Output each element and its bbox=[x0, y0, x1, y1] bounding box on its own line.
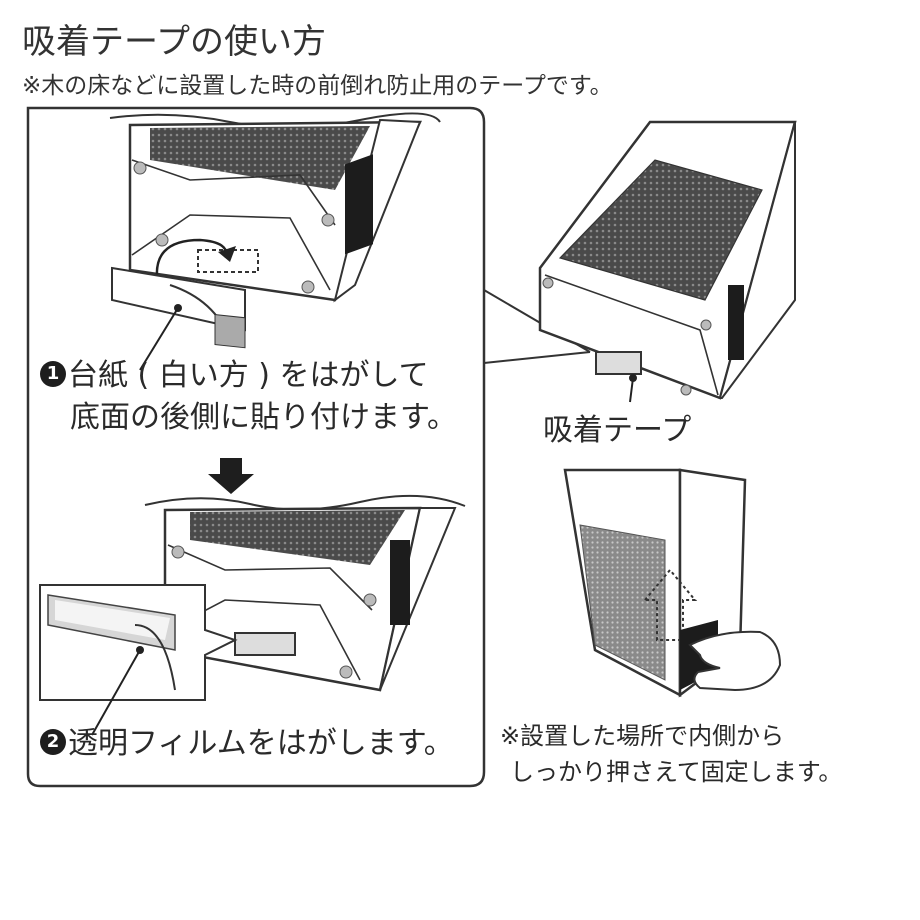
arrow-down-icon bbox=[208, 458, 254, 494]
note-line-1: ※設置した場所で内側から bbox=[500, 722, 785, 750]
step-2-number: 2 bbox=[40, 728, 66, 755]
curved-arrow-icon bbox=[155, 238, 228, 286]
page-title: 吸着テープの使い方 bbox=[22, 22, 326, 62]
page-subtitle: ※木の床などに設置した時の前倒れ防止用のテープです。 bbox=[22, 73, 613, 99]
step-1-number: 1 bbox=[40, 360, 66, 387]
note-line-2: しっかり押さえて固定します。 bbox=[510, 758, 843, 786]
tape-label: 吸着テープ bbox=[543, 413, 692, 448]
box-inside-view bbox=[563, 468, 782, 698]
box-bottom-view-1 bbox=[109, 112, 441, 303]
box-rear-view bbox=[538, 120, 797, 403]
box-bottom-view-2 bbox=[144, 494, 466, 692]
step-1-text-1: 台紙 ( 白い方 ) をはがして bbox=[68, 358, 429, 393]
step-1-line-2: 底面の後側に貼り付けます。 bbox=[70, 400, 457, 435]
dotted-push-arrow-icon bbox=[642, 568, 698, 641]
step-2-text: 透明フィルムをはがします。 bbox=[68, 726, 454, 761]
instruction-panel bbox=[26, 106, 486, 788]
hand-icon bbox=[688, 630, 782, 692]
